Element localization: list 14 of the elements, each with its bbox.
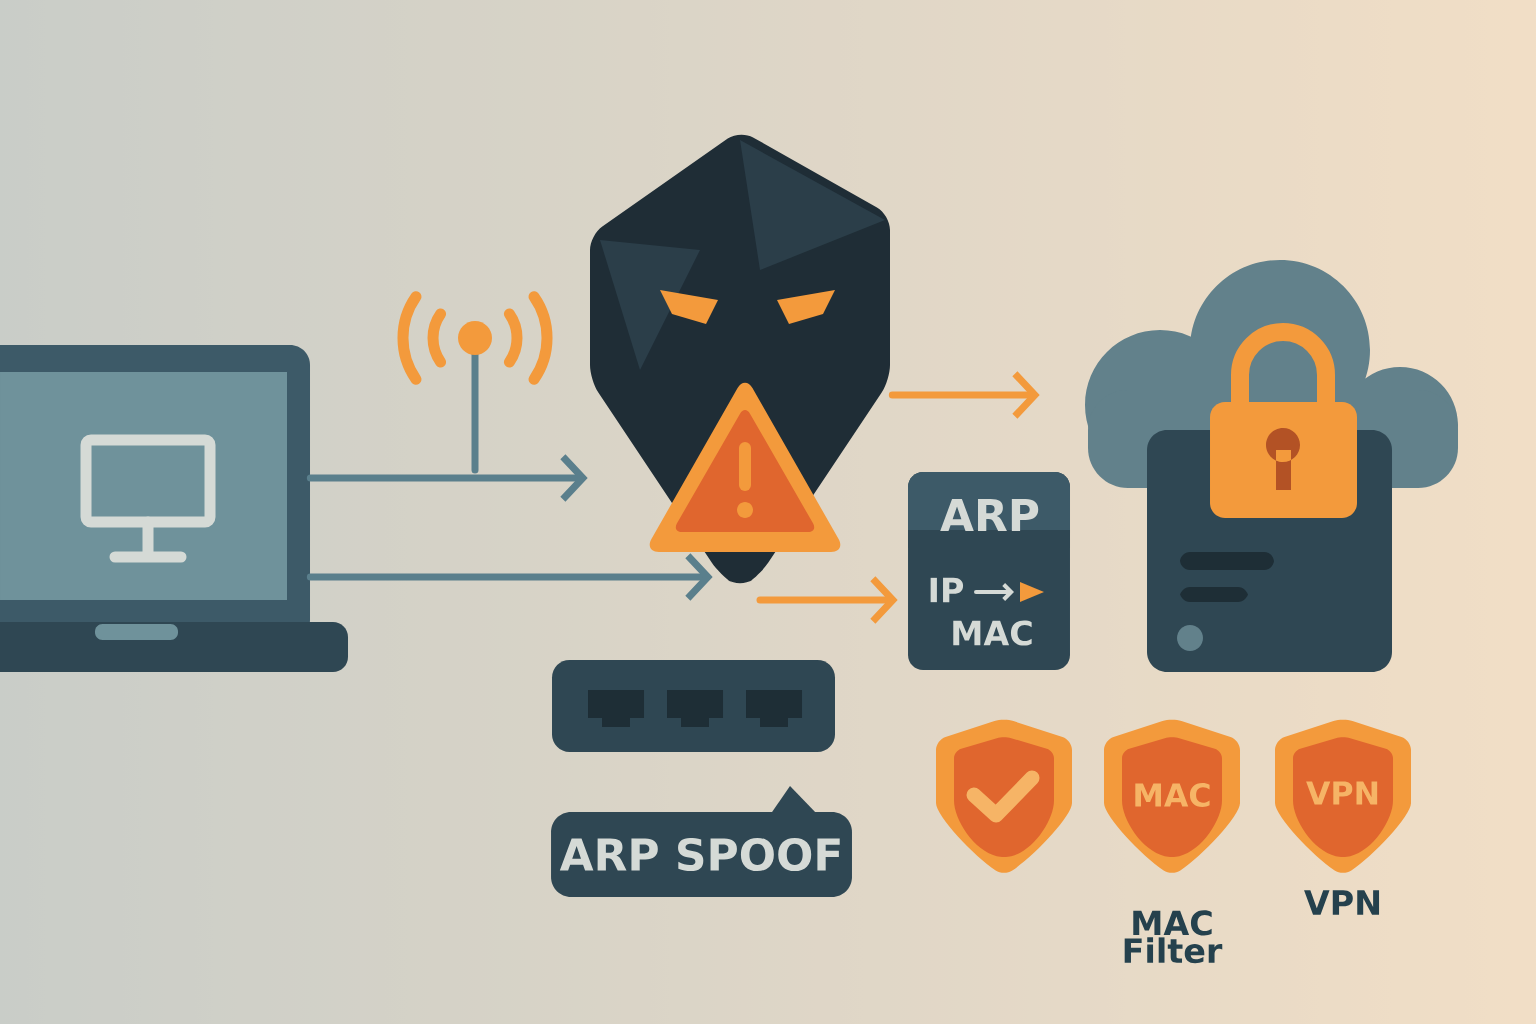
arrow <box>306 553 713 601</box>
shield-caption: MAC Filter <box>1124 910 1223 964</box>
arrow <box>306 454 588 502</box>
arrow <box>888 371 1040 419</box>
shield-badge: MAC <box>1104 719 1240 873</box>
cloud-server-drawing <box>1085 260 1458 672</box>
hacker-mask-drawing <box>590 134 890 584</box>
shield-caption: VPN <box>1304 890 1380 915</box>
shield-check-icon <box>936 719 1072 873</box>
shield-badge: VPN <box>1275 719 1411 873</box>
speech-bubble: ARP SPOOF <box>551 786 852 897</box>
arrow <box>756 576 898 624</box>
arp-table-box: ARP IP MAC <box>908 472 1070 670</box>
laptop-drawing <box>0 345 348 672</box>
